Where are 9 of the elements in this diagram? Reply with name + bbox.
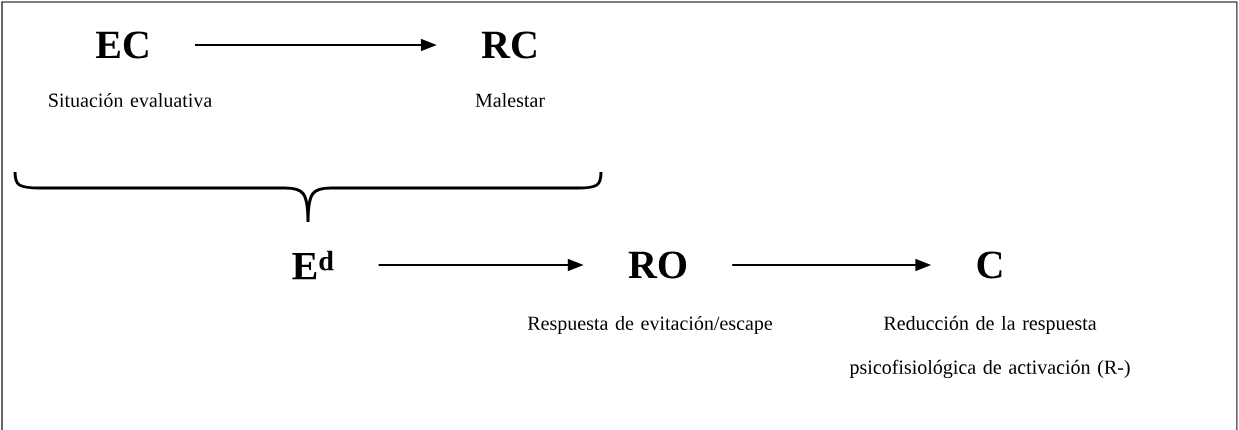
caption-text: Reducción de la respuesta psicofisiológica de activación (R-)	[849, 315, 1130, 379]
term-label: EC	[95, 31, 148, 59]
term-label: C	[977, 251, 1002, 279]
term-label: RO	[628, 251, 687, 279]
caption-text: Respuesta de evitación/escape	[527, 315, 773, 335]
term-label: RC	[481, 31, 536, 59]
term-label: E$^{d}$	[292, 250, 334, 280]
caption-text: Malestar	[475, 92, 545, 107]
caption-text: Situación evaluativa	[49, 92, 212, 108]
